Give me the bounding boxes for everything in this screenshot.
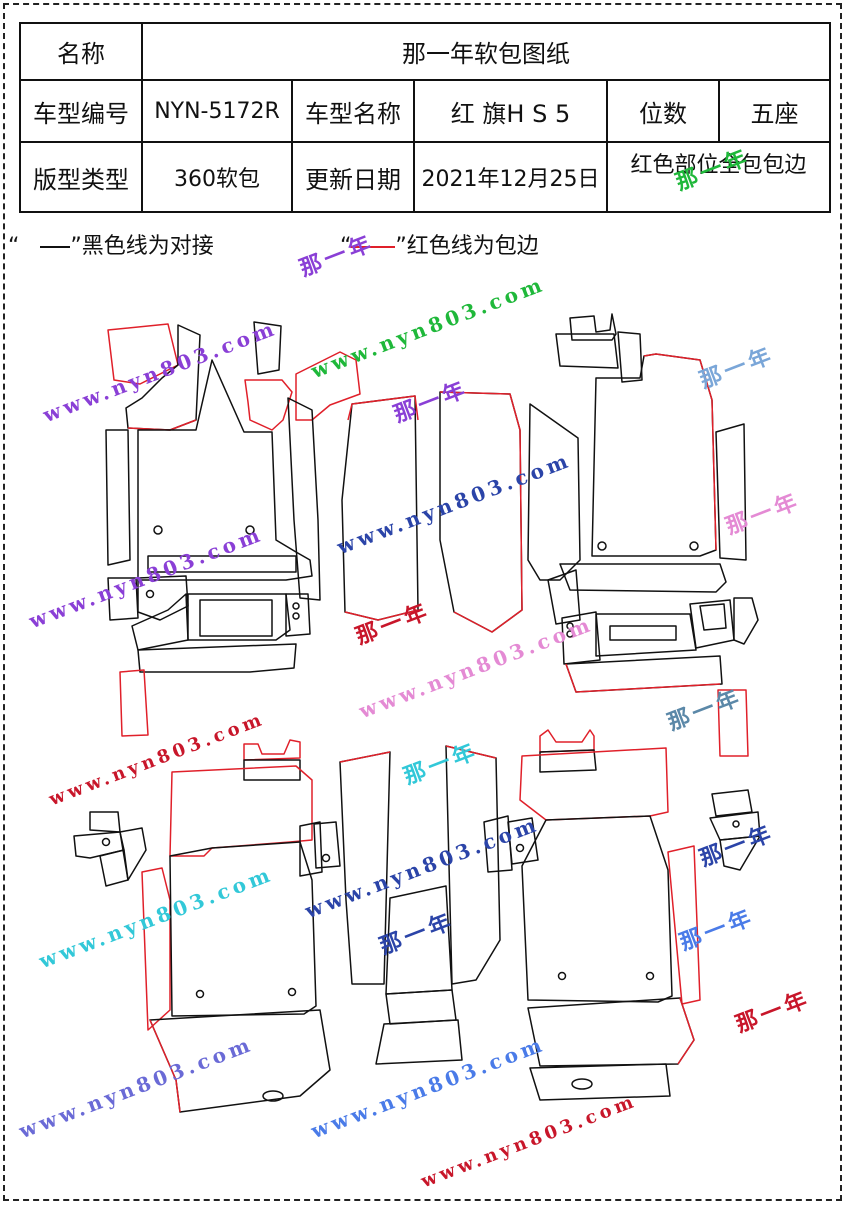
model-name-value: 红 旗H S 5 xyxy=(413,79,608,143)
name-value: 那一年软包图纸 xyxy=(141,22,831,81)
pattern-value: 360软包 xyxy=(141,141,293,213)
model-name-label: 车型名称 xyxy=(291,79,415,143)
legend-red: “ ”红色线为包边 xyxy=(340,228,539,260)
update-value: 2021年12月25日 xyxy=(413,141,608,213)
name-label: 名称 xyxy=(19,22,143,81)
black-line-sample xyxy=(40,246,71,248)
info-table: 名称 那一年软包图纸 车型编号 NYN-5172R 车型名称 红 旗H S 5 … xyxy=(19,22,831,213)
pattern-group-middle-top xyxy=(341,391,581,633)
seat-label: 位数 xyxy=(606,79,720,143)
pattern-group-front-left xyxy=(105,321,361,737)
model-code-label: 车型编号 xyxy=(19,79,143,143)
red-line-sample xyxy=(351,246,396,248)
dashed-page-border xyxy=(3,3,842,1201)
pattern-group-front-right xyxy=(547,313,759,757)
update-label: 更新日期 xyxy=(291,141,415,213)
legend-black-text: ”黑色线为对接 xyxy=(70,234,214,259)
legend-black: “ ”黑色线为对接 xyxy=(8,228,214,260)
legend-red-text: ”红色线为包边 xyxy=(395,234,539,259)
legend-red-quote: “ xyxy=(340,234,352,259)
red-note: 红色部位全包包边 xyxy=(606,141,831,213)
pattern-group-rear-right xyxy=(483,729,761,1101)
seat-value: 五座 xyxy=(718,79,831,143)
model-code-value: NYN-5172R xyxy=(141,79,293,143)
pattern-group-rear-left xyxy=(73,739,341,1113)
pattern-label: 版型类型 xyxy=(19,141,143,213)
legend-black-quote: “ xyxy=(8,234,20,259)
pattern-group-rear-middle xyxy=(339,745,501,1065)
